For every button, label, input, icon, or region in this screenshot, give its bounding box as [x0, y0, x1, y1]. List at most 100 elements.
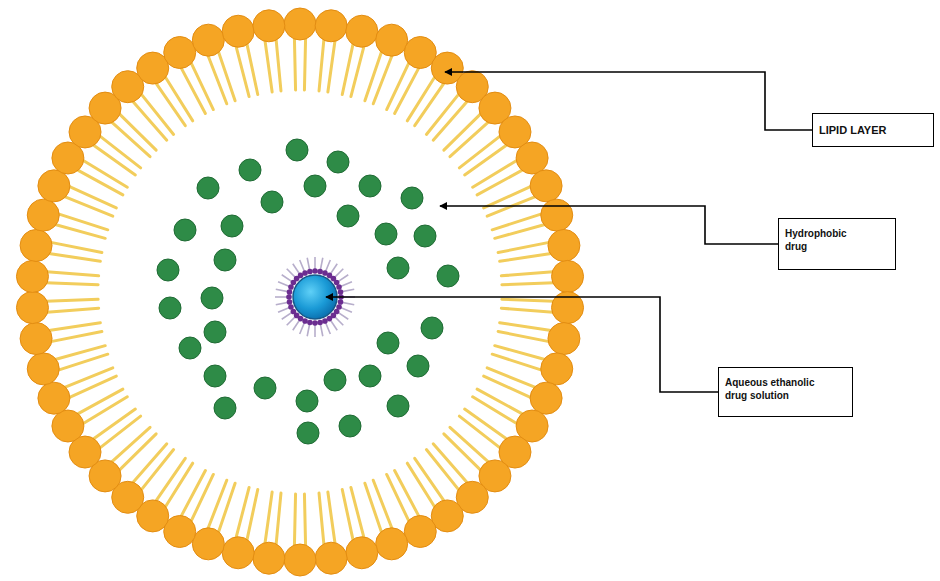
lipid-tail: [191, 63, 213, 110]
leader-line: [445, 72, 812, 130]
drug-dot: [401, 187, 423, 209]
lipid-tail: [49, 323, 100, 331]
lipid-head: [284, 8, 316, 40]
lipid-tail: [487, 368, 535, 388]
lipid-tail: [492, 354, 541, 370]
lipid-tail: [501, 272, 553, 276]
lipid-tail: [502, 299, 554, 301]
lipid-head: [315, 10, 347, 42]
drug-dot: [296, 390, 318, 412]
lipid-tail: [49, 253, 100, 261]
drug-dot: [387, 257, 409, 279]
lipid-head: [253, 542, 285, 574]
leader-lines: [326, 72, 812, 392]
lipid-tail: [373, 55, 392, 103]
lipid-tail: [77, 389, 123, 414]
lipid-tail: [387, 474, 409, 521]
lipid-tail: [65, 197, 113, 217]
lipid-tail: [65, 368, 113, 388]
label-text: Aqueous ethanolic drug solution: [725, 376, 825, 402]
lipid-head: [253, 10, 285, 42]
lipid-head: [541, 199, 573, 231]
lipid-head: [192, 24, 224, 56]
drug-dot: [214, 249, 236, 271]
lipid-tail: [208, 55, 227, 103]
drug-dot: [254, 377, 276, 399]
lipid-tail: [501, 308, 553, 312]
lipid-tail: [236, 46, 249, 96]
surfactant-head: [336, 284, 342, 290]
lipid-head: [20, 229, 52, 261]
lipid-tail: [500, 323, 551, 331]
lipid-tail: [69, 376, 116, 398]
lipid-tail: [351, 487, 364, 537]
lipid-tail: [319, 39, 324, 91]
hydrophobic-drug-dots: [157, 139, 459, 444]
surfactant-head: [312, 320, 318, 326]
lipid-head: [530, 170, 562, 202]
lipid-head: [222, 537, 254, 569]
lipid-head: [27, 199, 59, 231]
lipid-head: [315, 542, 347, 574]
drug-dot: [179, 337, 201, 359]
lipid-head: [16, 260, 48, 292]
lipid-tail: [55, 346, 105, 360]
lipid-tail: [247, 490, 258, 541]
lipid-head: [548, 229, 580, 261]
drug-dot: [327, 151, 349, 173]
surfactant-head: [287, 289, 293, 295]
drug-dot: [337, 205, 359, 227]
drug-dot: [437, 265, 459, 287]
label-text: Hydrophobic drug: [785, 227, 869, 253]
surfactant-head: [317, 269, 323, 275]
drug-dot: [159, 297, 181, 319]
lipid-tail: [265, 492, 272, 544]
lipid-tail: [351, 46, 364, 96]
lipid-tail: [132, 444, 166, 483]
label-box: Hydrophobic drug: [778, 218, 896, 270]
drug-dot: [239, 159, 261, 181]
lipid-tail: [181, 68, 205, 114]
surfactant-head: [317, 320, 323, 326]
surfactant-head: [288, 304, 294, 310]
lipid-tail: [500, 253, 551, 261]
drug-dot: [214, 397, 236, 419]
drug-dot: [286, 139, 308, 161]
surfactant-head: [338, 289, 344, 295]
lipid-tail: [484, 376, 531, 398]
surfactant-head: [338, 299, 344, 305]
lipid-tail: [395, 470, 419, 516]
surfactant-head: [307, 269, 313, 275]
drug-dot: [304, 175, 326, 197]
drug-dot: [414, 225, 436, 247]
lipid-head: [222, 15, 254, 47]
surfactant-head: [322, 318, 328, 324]
surfactant-head: [307, 320, 313, 326]
lipid-tail: [387, 63, 409, 110]
lipid-tail: [83, 397, 127, 424]
drug-dot: [387, 395, 409, 417]
lipid-tail: [276, 39, 281, 91]
lipid-head: [52, 410, 84, 442]
lipid-tail: [342, 44, 353, 95]
lipid-head: [404, 515, 436, 547]
lipid-tail: [58, 214, 107, 230]
label-box: Aqueous ethanolic drug solution: [718, 367, 853, 417]
lipid-tail: [247, 44, 258, 95]
lipid-tail: [342, 490, 353, 541]
leader-line: [326, 297, 718, 392]
lipid-tail: [477, 389, 523, 414]
lipid-heads: [16, 8, 583, 576]
lipid-tail: [484, 186, 531, 208]
lipid-tail: [433, 101, 467, 140]
lipid-tail: [119, 114, 156, 151]
lipid-tail: [502, 283, 554, 285]
lipid-head: [27, 353, 59, 385]
drug-dot: [297, 422, 319, 444]
drug-dot: [421, 317, 443, 339]
drug-dot: [261, 191, 283, 213]
lipid-tail: [236, 487, 249, 537]
lipid-tail: [77, 170, 123, 195]
drug-dot: [201, 287, 223, 309]
